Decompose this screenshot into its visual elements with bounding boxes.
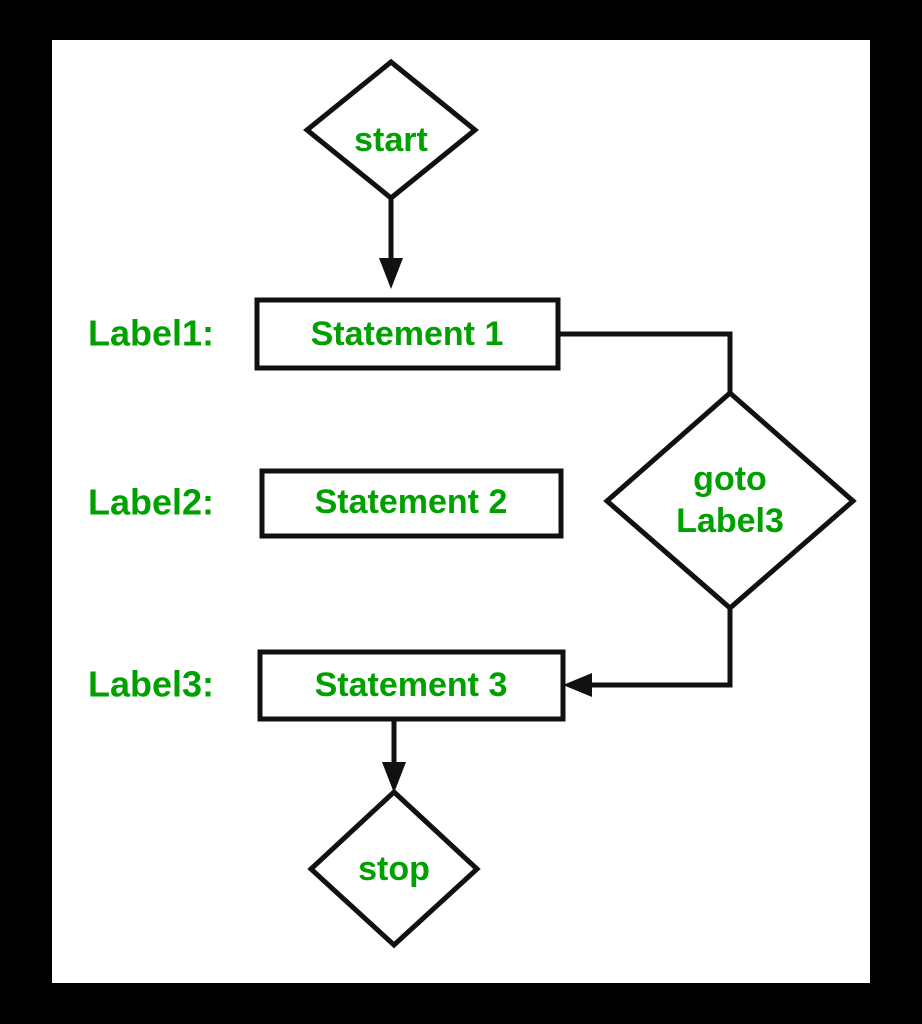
goto-diamond-outline bbox=[603, 389, 857, 612]
statement2-box-outline bbox=[259, 468, 564, 539]
edge-statement3-to-stop-arrowhead bbox=[382, 762, 406, 793]
stop-label: stop bbox=[358, 850, 430, 888]
goto-label-line1: goto bbox=[693, 460, 767, 498]
node-statement3[interactable]: Statement 3 bbox=[257, 649, 566, 722]
edge-goto-to-statement3-arrowhead bbox=[563, 673, 592, 697]
edge-statement1-to-goto-line bbox=[558, 331, 733, 395]
statement1-label: Statement 1 bbox=[311, 315, 504, 353]
statement2-label: Statement 2 bbox=[315, 483, 508, 521]
edge-goto-to-statement3 bbox=[563, 606, 733, 697]
goto-label-line2: Label3 bbox=[676, 502, 784, 540]
node-start[interactable]: start bbox=[303, 58, 479, 202]
node-stop[interactable]: stop bbox=[307, 788, 481, 949]
label1-text: Label1: bbox=[88, 313, 214, 354]
node-goto[interactable]: goto Label3 bbox=[603, 389, 857, 612]
edge-goto-to-statement3-line bbox=[584, 606, 733, 688]
edge-start-to-statement1-arrowhead bbox=[379, 258, 403, 289]
label3-text: Label3: bbox=[88, 664, 214, 705]
edge-start-to-statement1 bbox=[379, 198, 403, 289]
label2-text: Label2: bbox=[88, 482, 214, 523]
statement3-label: Statement 3 bbox=[315, 666, 508, 704]
stop-diamond-outline bbox=[307, 788, 481, 949]
edge-statement1-to-goto bbox=[558, 331, 733, 395]
node-statement1[interactable]: Statement 1 bbox=[254, 297, 561, 371]
start-label: start bbox=[354, 121, 428, 159]
edge-statement3-to-stop bbox=[382, 719, 406, 793]
node-statement2[interactable]: Statement 2 bbox=[259, 468, 564, 539]
statement3-box-outline bbox=[257, 649, 566, 722]
